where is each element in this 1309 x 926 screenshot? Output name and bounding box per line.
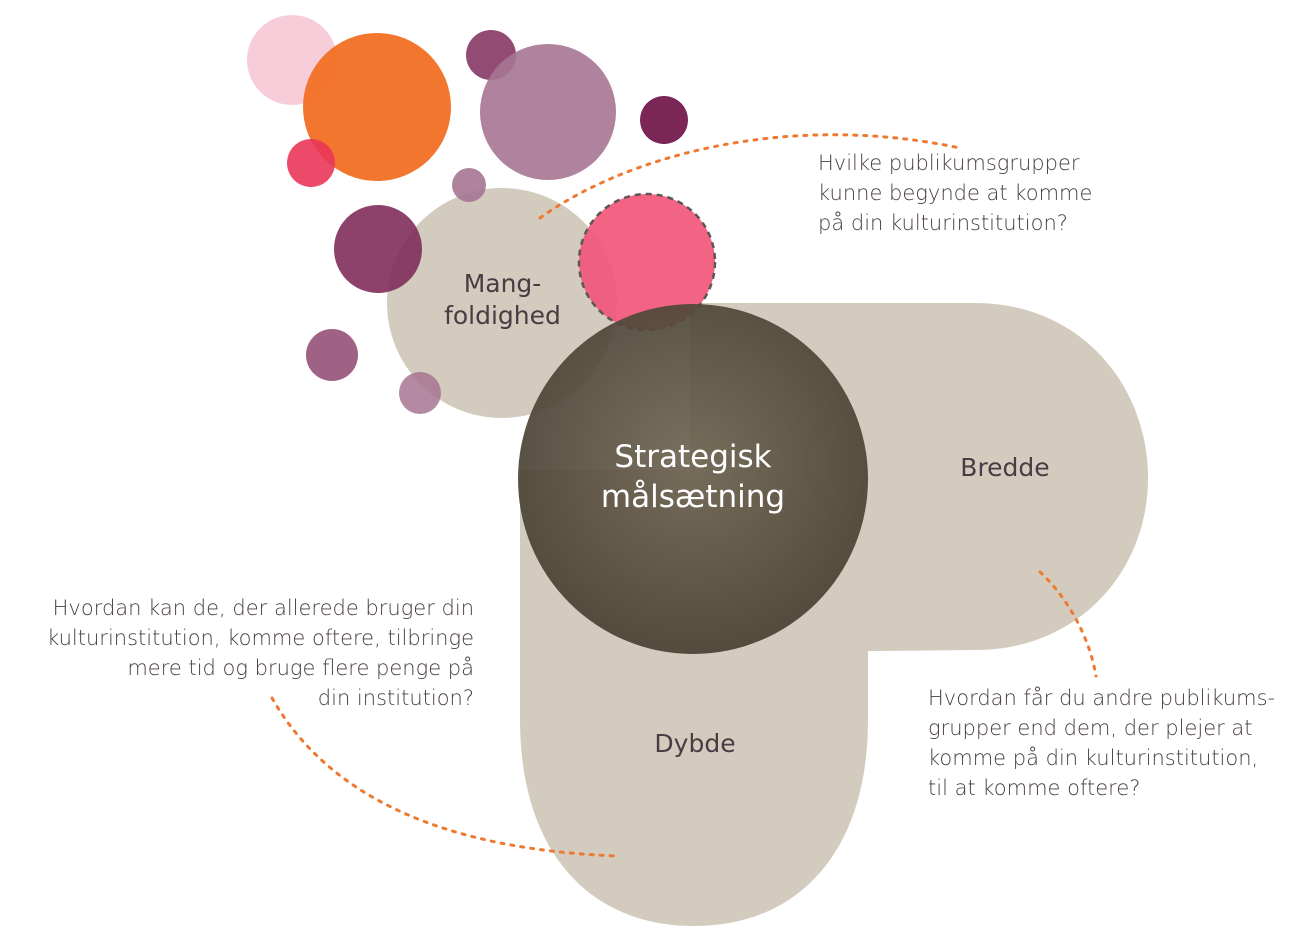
strategic-goal-line1: Strategisk xyxy=(614,439,772,475)
mangfoldighed-shape xyxy=(387,188,617,418)
note-dybde-line4: din institution? xyxy=(317,686,474,710)
connector-bredde xyxy=(1038,570,1098,678)
mangfoldighed-label-line1: Mang- xyxy=(463,269,542,298)
strategic-goal-circle xyxy=(518,304,868,654)
bubble-mauve-large xyxy=(480,44,616,180)
bredde-label: Bredde xyxy=(960,453,1050,482)
strategic-goal-label: Strategisk målsætning xyxy=(560,437,826,517)
mangfoldighed-label-line2: foldighed xyxy=(444,301,561,330)
connector-mangfoldighed xyxy=(538,133,962,220)
note-bredde-line3: komme på din kulturinstitution, xyxy=(928,746,1259,770)
bubble-plum-dark xyxy=(640,96,688,144)
note-dybde-line1: Hvordan kan de, der allerede bruger din xyxy=(52,596,474,620)
note-bredde: Hvordan får du andre publikums- grupper … xyxy=(928,683,1275,803)
note-dybde-line2: kulturinstitution, komme oftere, tilbrin… xyxy=(47,626,474,650)
note-mangfoldighed: Hvilke publikumsgrupper kunne begynde at… xyxy=(818,148,1092,238)
note-dybde: Hvordan kan de, der allerede bruger din … xyxy=(47,593,474,713)
mangfoldighed-label: Mang- foldighed xyxy=(420,268,585,332)
note-mangfoldighed-line2: kunne begynde at komme xyxy=(818,181,1093,205)
bubble-mauve-low xyxy=(399,372,441,414)
bubble-hot-pink xyxy=(287,139,335,187)
highlight-bubble xyxy=(577,192,717,332)
note-dybde-line3: mere tid og bruge flere penge på xyxy=(127,656,474,680)
dybde-label: Dybde xyxy=(654,729,736,758)
bubble-plum-medium xyxy=(334,205,422,293)
bubble-orange xyxy=(303,33,451,181)
bubble-plum-low xyxy=(306,329,358,381)
strategic-goal-line2: målsætning xyxy=(600,479,786,515)
note-mangfoldighed-line1: Hvilke publikumsgrupper xyxy=(818,151,1080,175)
note-bredde-line4: til at komme oftere? xyxy=(928,776,1141,800)
note-mangfoldighed-line3: på din kulturinstitution? xyxy=(818,211,1068,235)
connector-dybde xyxy=(270,696,620,858)
note-bredde-line1: Hvordan får du andre publikums- xyxy=(928,686,1276,710)
bubble-mauve-tiny xyxy=(452,168,486,202)
note-bredde-line2: grupper end dem, der plejer at xyxy=(928,716,1253,740)
